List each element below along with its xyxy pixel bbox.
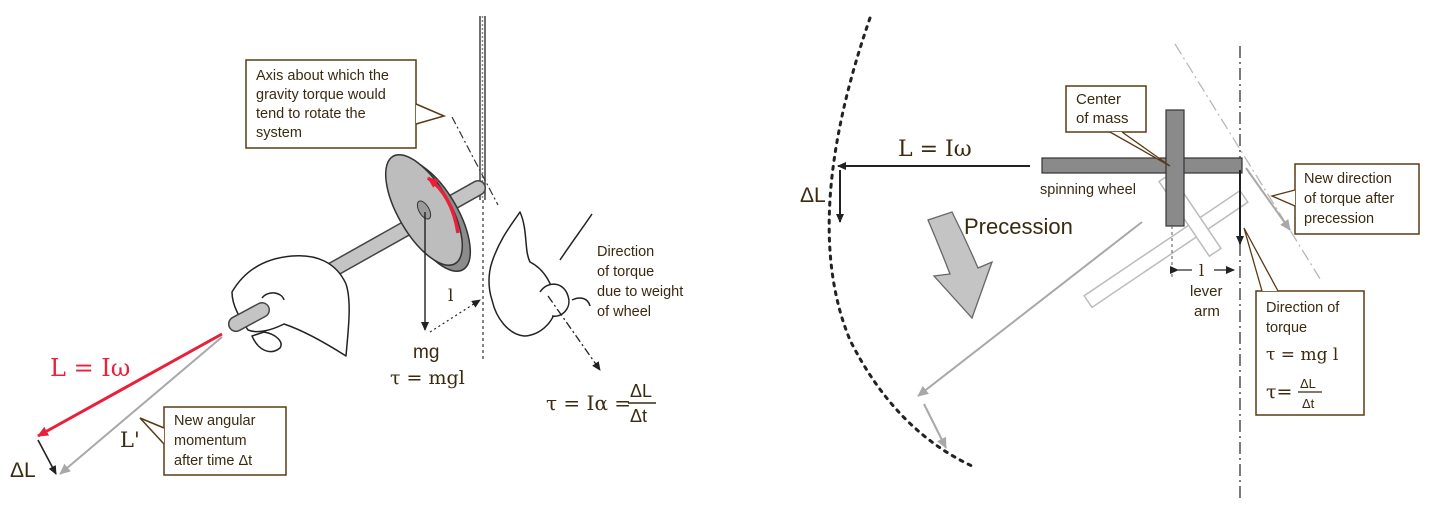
svg-text:Δt: Δt <box>1302 396 1315 411</box>
torque-equation: τ = Iα = ΔL Δt <box>546 381 656 426</box>
left-panel: l mg τ = mgl L = Iω L' ΔL Axis about whi… <box>10 16 687 482</box>
L-prime-label: L' <box>120 428 140 452</box>
svg-text:τ=: τ= <box>1266 381 1292 403</box>
svg-text:Center of mass: Center of mass <box>1076 91 1129 127</box>
lever-arm-measure: l lever arm <box>1170 226 1235 320</box>
svg-text:ΔL: ΔL <box>630 381 652 401</box>
precessed-delta-L-arrow <box>923 403 947 449</box>
delta-L-arrow <box>37 439 57 475</box>
svg-text:Direction of torque: Direction of torque <box>1266 300 1343 336</box>
new-direction-callout: New direction of torque after precession <box>1270 163 1420 235</box>
spinning-wheel <box>384 154 472 272</box>
delta-L-label-left: ΔL <box>10 459 36 482</box>
center-of-mass-callout: Center of mass <box>1065 85 1171 167</box>
wheel-disc <box>1165 109 1185 227</box>
spin-direction-arrow <box>426 176 460 234</box>
svg-text:New angular momentum: New angular momentum after time Δt <box>174 413 259 469</box>
new-momentum-arrow <box>59 336 223 475</box>
svg-text:ΔL: ΔL <box>1300 376 1316 391</box>
tau-mgl-label: τ = mgl <box>390 367 465 389</box>
svg-text:Δt: Δt <box>630 406 647 426</box>
left-hand <box>231 254 350 357</box>
torque-direction-text: Direction of torque due to weight of whe… <box>597 244 687 320</box>
new-torque-arrow <box>1245 167 1291 231</box>
L-equation-red: L = Iω <box>50 354 130 382</box>
precessed-momentum-arrow <box>917 221 1143 397</box>
spinning-wheel-label: spinning wheel <box>1040 182 1136 198</box>
svg-text:l: l <box>1199 261 1204 280</box>
torque-direction-box: Direction of torque τ = mg l τ= ΔL Δt <box>1243 227 1365 416</box>
svg-text:τ = Iα =: τ = Iα = <box>546 391 631 415</box>
svg-text:τ = mg l: τ = mg l <box>1266 345 1338 365</box>
svg-text:Axis about which the g: Axis about which the gravity torque woul… <box>256 68 393 141</box>
precession-arc <box>827 16 974 468</box>
right-hand <box>488 211 593 337</box>
axle-bar <box>1041 157 1243 174</box>
svg-text:New direction of torqu: New direction of torque after precession <box>1304 171 1398 227</box>
mg-label: mg <box>413 342 439 363</box>
svg-text:lever arm: lever arm <box>1190 283 1227 320</box>
rotated-axis <box>1174 43 1323 283</box>
right-panel: L = Iω ΔL Precession Center of mass spin… <box>800 16 1420 500</box>
precession-label: Precession <box>964 214 1073 239</box>
precession-arrow <box>927 211 994 320</box>
L-equation-right: L = Iω <box>898 137 972 162</box>
rope <box>479 16 486 200</box>
lever-arm-arrow <box>429 299 481 333</box>
rotation-axis-line <box>451 116 499 206</box>
lever-label: l <box>448 286 453 306</box>
delta-L-label-right: ΔL <box>800 184 826 207</box>
new-momentum-callout: New angular momentum after time Δt <box>139 406 287 476</box>
axis-callout: Axis about which the gravity torque woul… <box>245 59 447 149</box>
torque-direction-arrow <box>547 295 601 371</box>
angular-momentum-arrow <box>37 332 223 438</box>
